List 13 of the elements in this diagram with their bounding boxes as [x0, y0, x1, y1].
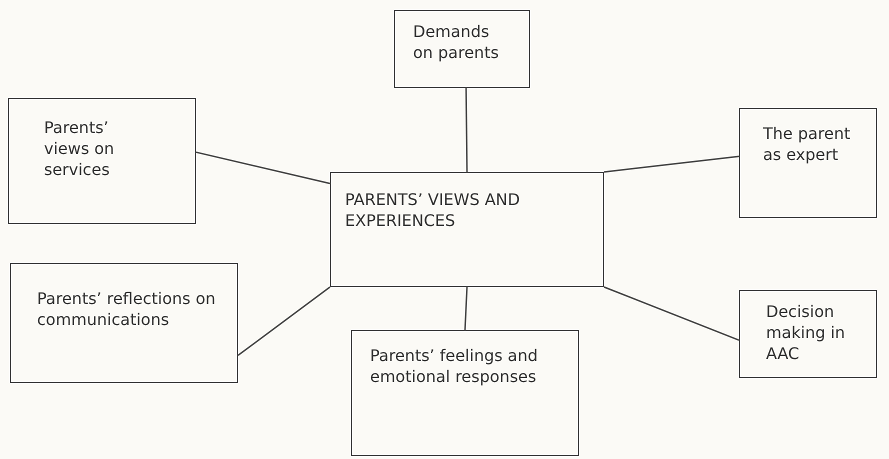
topic-box: Parents’ feelings and emotional responses: [351, 330, 579, 456]
connector-line: [196, 151, 330, 184]
connector-line: [604, 286, 740, 341]
connector-line: [238, 286, 330, 356]
topic-box: PARENTS’ VIEWS AND EXPERIENCES: [330, 172, 604, 287]
topic-box: Demands on parents: [394, 10, 530, 88]
topic-box: Decision making in AAC: [739, 290, 877, 378]
topic-box: Parents’ reflections on communications: [10, 263, 238, 383]
topic-box: The parent as expert: [739, 108, 877, 218]
topic-box: Parents’ views on services: [8, 98, 196, 224]
connector-line: [604, 156, 740, 173]
connector-line: [465, 88, 468, 172]
connector-line: [464, 286, 468, 330]
